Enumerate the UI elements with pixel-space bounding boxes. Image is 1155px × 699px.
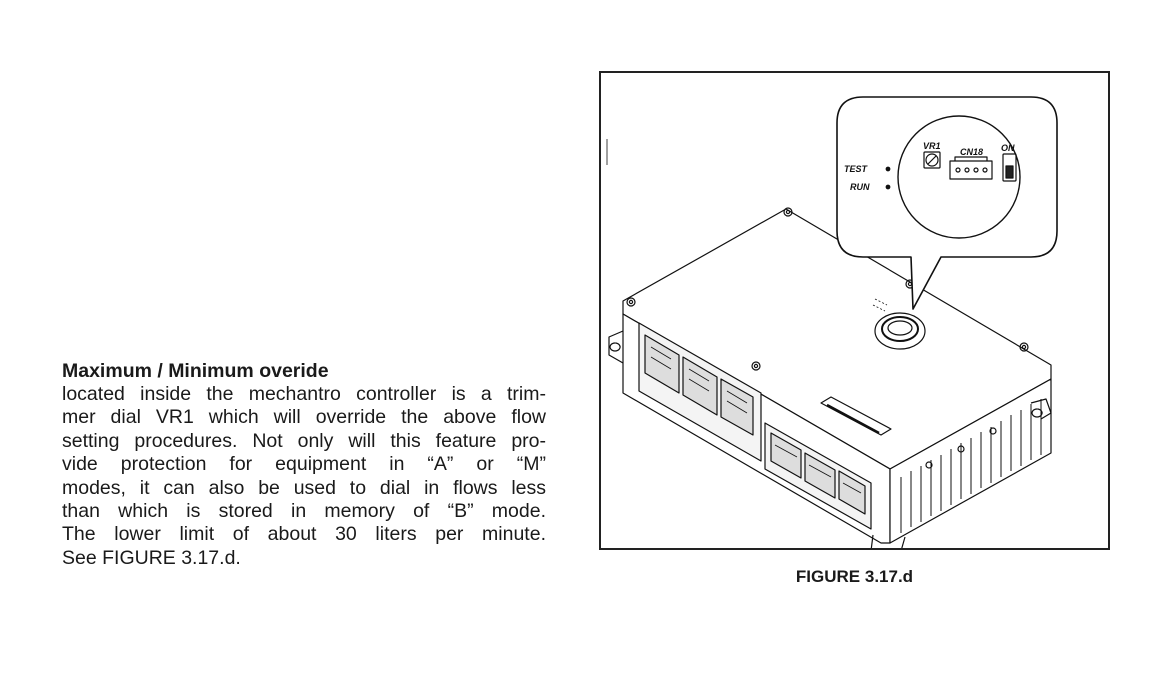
body-line: The lower limit of about 30 liters per m… — [62, 523, 546, 546]
controller-illustration: TEST RUN VR1 CN18 ON — [606, 96, 1058, 548]
text-section: Maximum / Minimum overide located inside… — [62, 360, 546, 570]
magnifier-circle — [897, 115, 1021, 239]
figure-caption: FIGURE 3.17.d — [795, 567, 914, 586]
body-line: See FIGURE 3.17.d. — [62, 546, 241, 569]
body-line: than which is stored in memory of “B” mo… — [62, 500, 546, 523]
body-line: vide protection for equipment in “A” or … — [62, 453, 546, 476]
figure-frame: TEST RUN VR1 CN18 ON — [599, 71, 1110, 550]
body-line: setting procedures. Not only will this f… — [62, 429, 546, 452]
cn18-connector — [949, 160, 993, 180]
vr1-label: VR1 — [923, 141, 941, 151]
section-heading: Maximum / Minimum overide — [62, 360, 329, 382]
vr1-trimmer-dial — [925, 153, 939, 167]
body-line: modes, it can also be used to dial in fl… — [62, 476, 546, 499]
run-label: RUN — [850, 182, 870, 192]
cn18-label: CN18 — [960, 147, 983, 157]
on-switch — [1002, 153, 1017, 182]
body-line: located inside the mechantro controller … — [62, 383, 546, 405]
body-line: mer dial VR1 which will override the abo… — [62, 406, 546, 429]
on-label: ON — [1001, 143, 1015, 153]
test-label: TEST — [844, 164, 869, 174]
